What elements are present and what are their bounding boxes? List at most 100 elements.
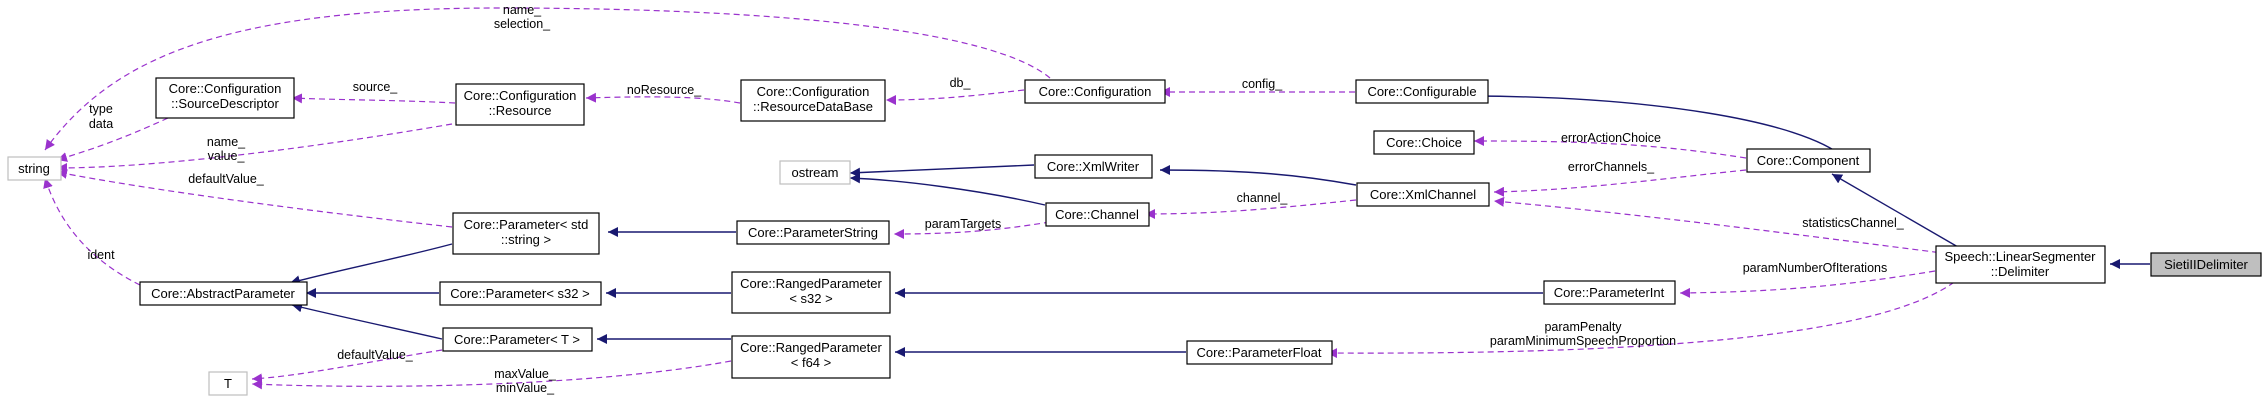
node-ranged-parameter-s32[interactable]: Core::RangedParameter < s32 > [731,271,891,314]
edge-string-to-configuration [44,7,1051,151]
node-xmlwriter-label: Core::XmlWriter [1047,159,1140,174]
node-configuration[interactable]: Core::Configuration [1024,79,1166,104]
label-max-min-value-1: maxValue_ [494,367,557,381]
label-channel: channel_ [1237,191,1289,205]
label-error-action-choice: errorActionChoice [1561,131,1661,145]
node-configuration-label: Core::Configuration [1039,84,1152,99]
edge-xmlchannel-to-delimiter [1493,196,1959,256]
edge-string-to-abstractparam [43,177,141,286]
edge-sourcedescriptor-to-resource [291,93,456,104]
node-ranged-parameter-f64[interactable]: Core::RangedParameter < f64 > [731,335,891,379]
edge-string-to-sourcedescriptor [56,117,169,162]
nodes: string Core::Configuration ::SourceDescr… [7,77,2262,396]
edge-string-to-resource [56,123,453,173]
node-delimiter[interactable]: Speech::LinearSegmenter ::Delimiter [1935,245,2106,284]
node-parameter-s32[interactable]: Core::Parameter< s32 > [439,281,602,306]
node-parameter-std-string-line1: Core::Parameter< std [464,217,589,232]
node-resource-line1: Core::Configuration [464,88,577,103]
node-xmlchannel[interactable]: Core::XmlChannel [1356,182,1490,207]
node-delimiter-line1: Speech::LinearSegmenter [1944,249,2096,264]
label-no-resource: noResource_ [627,83,702,97]
node-resource[interactable]: Core::Configuration ::Resource [455,83,585,126]
node-parameter-string[interactable]: Core::ParameterString [736,220,890,245]
node-parameter-float-label: Core::ParameterFloat [1197,345,1322,360]
edge-xmlchannel-to-component [1493,169,1747,197]
node-component[interactable]: Core::Component [1746,148,1871,173]
node-parameter-float[interactable]: Core::ParameterFloat [1186,340,1333,365]
edge-t-to-rangedf64 [251,360,732,390]
label-type-data-1: type [89,102,113,116]
node-string-label: string [18,161,50,176]
node-parameter-t[interactable]: Core::Parameter< T > [442,327,593,352]
node-t[interactable]: T [208,371,248,396]
label-name-value-1: name_ [207,135,246,149]
edge-choice-to-component [1473,136,1747,159]
node-xmlwriter[interactable]: Core::XmlWriter [1034,154,1153,179]
label-name-value-2: value_ [208,149,246,163]
node-t-label: T [224,376,232,391]
edge-paramfloat-to-delimiter [1326,275,1963,359]
node-string[interactable]: string [7,156,62,181]
node-abstract-parameter[interactable]: Core::AbstractParameter [139,281,308,306]
node-abstract-parameter-label: Core::AbstractParameter [151,286,295,301]
edge-ostream-to-xmlwriter [849,164,1035,178]
node-resource-database-line1: Core::Configuration [757,84,870,99]
node-channel-label: Core::Channel [1055,207,1139,222]
node-choice-label: Core::Choice [1386,135,1462,150]
label-max-min-value-2: minValue_ [496,381,555,395]
label-source: source_ [353,80,399,94]
label-param-targets: paramTargets [925,217,1001,231]
node-ranged-parameter-f64-line1: Core::RangedParameter [740,340,882,355]
node-parameter-int[interactable]: Core::ParameterInt [1543,280,1676,305]
node-parameter-std-string[interactable]: Core::Parameter< std ::string > [452,212,600,255]
node-configurable[interactable]: Core::Configurable [1355,79,1489,104]
edge-paramint-to-delimiter [1679,270,1936,298]
node-component-label: Core::Component [1757,153,1860,168]
label-type-data-2: data [89,117,113,131]
node-ostream[interactable]: ostream [779,160,851,185]
edge-labels: name_ selection_ type data source_ noRes… [87,3,1904,395]
node-configurable-label: Core::Configurable [1367,84,1476,99]
node-source-descriptor-line1: Core::Configuration [169,81,282,96]
label-ident: ident [87,248,115,262]
node-parameter-int-label: Core::ParameterInt [1554,285,1665,300]
label-statistics-channel: statisticsChannel_ [1802,216,1904,230]
label-param-penalty-2: paramMinimumSpeechProportion [1490,334,1676,348]
edge-component-to-delimiter [1831,173,1959,248]
node-resource-database[interactable]: Core::Configuration ::ResourceDataBase [740,79,886,122]
node-sietii-delimiter[interactable]: SietiIIDelimiter [2150,252,2262,277]
node-xmlchannel-label: Core::XmlChannel [1370,187,1476,202]
node-channel[interactable]: Core::Channel [1045,202,1150,227]
label-error-channels: errorChannels_ [1568,160,1655,174]
label-param-number-of-iterations: paramNumberOfIterations [1743,261,1888,275]
node-sietii-delimiter-label: SietiIIDelimiter [2164,257,2248,272]
label-name-selection-1: name_ [503,3,542,17]
node-resource-line2: ::Resource [489,103,552,118]
node-parameter-s32-label: Core::Parameter< s32 > [450,286,589,301]
edge-channel-to-xmlchannel [1144,199,1357,219]
edge-t-to-paramt [251,349,443,384]
node-source-descriptor[interactable]: Core::Configuration ::SourceDescriptor [155,77,295,119]
edge-paramt-to-abstractparam [291,302,443,340]
node-ranged-parameter-s32-line1: Core::RangedParameter [740,276,882,291]
node-ranged-parameter-s32-line2: < s32 > [789,291,832,306]
node-choice[interactable]: Core::Choice [1373,130,1475,155]
node-ranged-parameter-f64-line2: < f64 > [791,355,831,370]
node-source-descriptor-line2: ::SourceDescriptor [171,96,279,111]
node-parameter-std-string-line2: ::string > [501,232,551,247]
label-db: db_ [950,76,972,90]
edge-paramstring-to-channel [893,221,1051,239]
node-parameter-t-label: Core::Parameter< T > [454,332,580,347]
node-resource-database-line2: ::ResourceDataBase [753,99,873,114]
edge-paramstdstring-to-abstractparam [289,243,453,286]
node-delimiter-line2: ::Delimiter [1991,264,2050,279]
label-default-value-bottom: defaultValue_ [337,348,414,362]
node-parameter-string-label: Core::ParameterString [748,225,878,240]
edge-string-to-paramstdstring [56,168,453,228]
node-ostream-label: ostream [792,165,839,180]
label-default-value-top: defaultValue_ [188,172,265,186]
label-param-penalty-1: paramPenalty [1544,320,1622,334]
edges [43,7,2150,390]
edge-resourcedb-to-configuration [885,89,1025,105]
